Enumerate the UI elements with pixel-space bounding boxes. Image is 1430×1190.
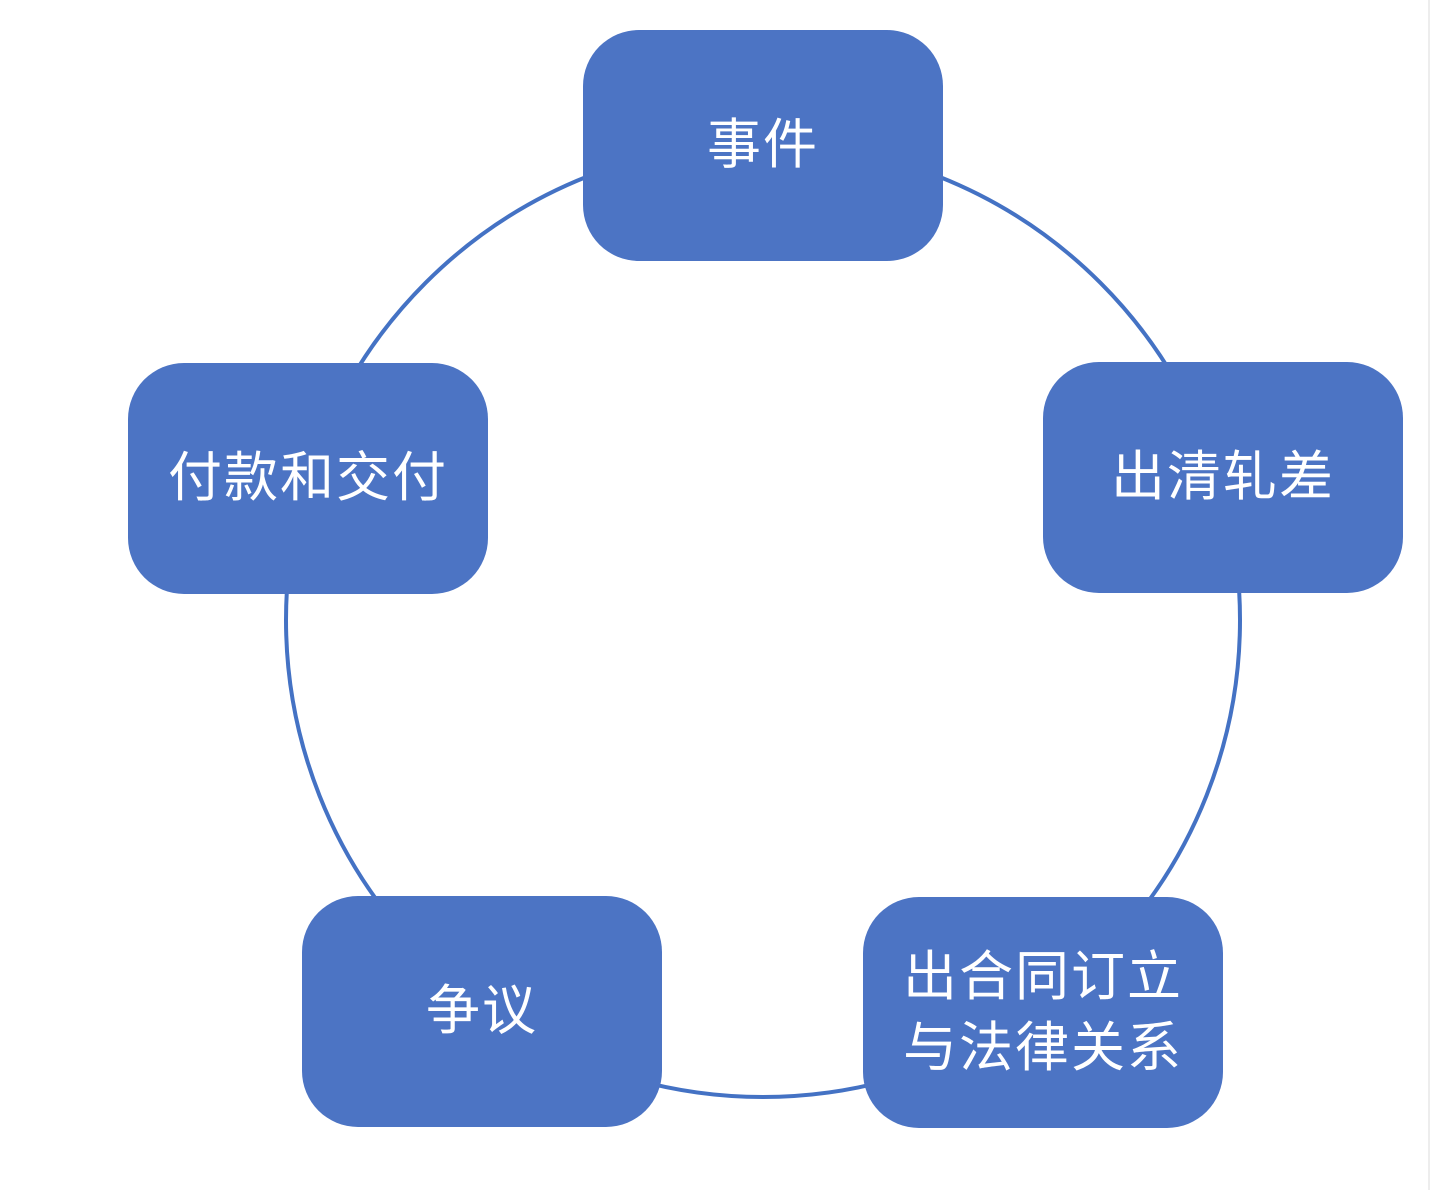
node-payment-delivery: 付款和交付 xyxy=(128,363,488,594)
node-clearing-netting: 出清轧差 xyxy=(1043,362,1403,593)
node-dispute: 争议 xyxy=(302,896,662,1127)
node-event: 事件 xyxy=(583,30,943,261)
node-contract-legal: 出合同订立 与法律关系 xyxy=(863,897,1223,1128)
page-edge-divider xyxy=(1428,0,1430,1190)
